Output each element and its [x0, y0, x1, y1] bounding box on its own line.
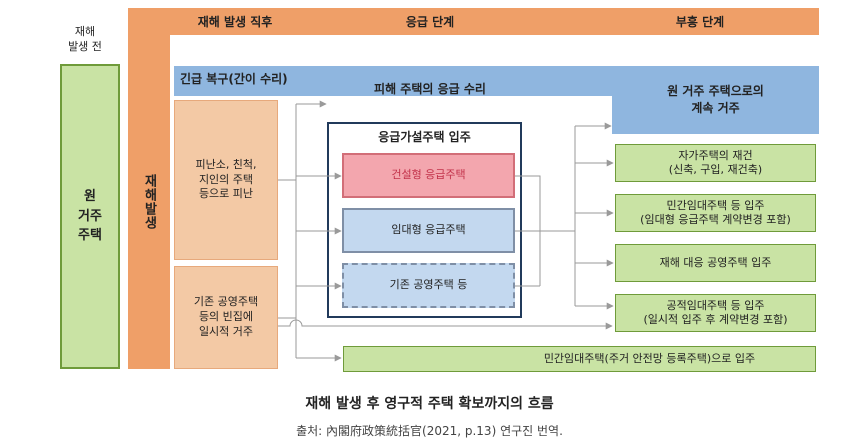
temporary-housing-title: 응급가설주택 입주 [378, 129, 471, 144]
outcome-rebuild-own-house: 자가주택의 재건 (신축, 구입, 재건축) [615, 144, 816, 182]
evacuation-box: 피난소, 친척, 지인의 주택 등으로 피난 [174, 100, 278, 260]
phase-header-band [128, 8, 819, 35]
phase-recovery-label: 부흥 단계 [675, 15, 725, 29]
original-residence-box: 원 거주 주택 [60, 64, 120, 369]
pre-disaster-label: 재해 발생 전 [68, 25, 102, 53]
outcome-disaster-public-housing: 재해 대응 공영주택 입주 [615, 244, 816, 282]
temp-housing-out-line-1 [515, 175, 541, 286]
outcome-private-rental: 민간임대주택 등 입주 (임대형 응급주택 계약변경 포함) [615, 194, 816, 232]
continue-residence-band [612, 66, 819, 134]
private-rental-safety-net-bar: 민간임대주택(주거 안전망 등록주택)으로 입주 [343, 346, 816, 372]
figure-source: 출처: 內閣府政策統括官(2021, p.13) 연구진 번역. [296, 423, 563, 438]
outcome-public-rental: 공적임대주택 등 입주 (일시적 입주 후 계약변경 포함) [615, 294, 816, 332]
repair-damaged-house-label: 피해 주택의 응급 수리 [374, 81, 486, 96]
vacant-public-housing-box: 기존 공영주택 등의 빈집에 일시적 거주 [174, 266, 278, 369]
disaster-occurrence-bar: 재해발생 [128, 35, 170, 369]
rental-type-housing-box: 임대형 응급주택 [342, 208, 515, 253]
continue-residence-label: 원 거주 주택으로의 계속 거주 [667, 83, 764, 115]
phase-response-label: 응급 단계 [405, 15, 455, 29]
phase-immediate-label: 재해 발생 직후 [197, 15, 273, 29]
disaster-occurrence-label: 재해발생 [141, 174, 157, 230]
emergency-repair-label: 긴급 복구(간이 수리) [180, 72, 288, 86]
arrow-vacant-to-public-rental [278, 319, 613, 330]
construction-type-housing-box: 건설형 응급주택 [342, 153, 515, 198]
figure-caption: 재해 발생 후 영구적 주택 확보까지의 흐름 [305, 396, 554, 412]
existing-public-housing-box: 기존 공영주택 등 [342, 263, 515, 308]
